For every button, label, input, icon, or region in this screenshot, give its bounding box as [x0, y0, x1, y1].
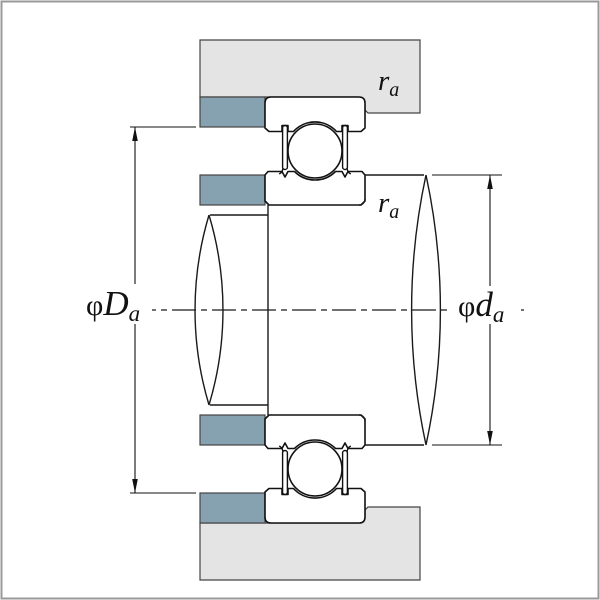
bearing-shield-right-lip	[346, 167, 352, 175]
housing-shoulder-dia-label: φDa	[86, 284, 140, 326]
bearing-shield-left-lip	[278, 167, 284, 175]
phi-symbol: φ	[86, 289, 103, 322]
bearing-inner-ring	[264, 170, 366, 206]
shaft-shoulder-dia-label: φda	[458, 285, 504, 327]
arrowhead-up	[487, 175, 493, 189]
fillet-letter: r	[378, 65, 390, 97]
shaft-fillet-bottom	[358, 414, 366, 422]
housing-fillet-radius-label: ra	[378, 65, 399, 101]
bearing-outer-ring	[264, 96, 366, 133]
housing-shoulder-ring	[199, 96, 266, 128]
fillet-letter: r	[378, 187, 390, 219]
bearing-cross-section	[264, 96, 366, 206]
upper-half-assembly	[199, 39, 421, 206]
arrowhead-down	[487, 431, 493, 445]
bearing-shield-right	[341, 124, 349, 171]
arrowhead-down	[132, 479, 138, 493]
shaft-fillet-top	[358, 198, 366, 206]
bearing-shield-left	[281, 124, 289, 171]
shaft-fillet-radius-label: ra	[378, 187, 399, 223]
dim-subscript: a	[129, 301, 141, 326]
label-mask-Da	[80, 284, 152, 324]
dim-letter: d	[475, 285, 493, 324]
arrowhead-up	[132, 127, 138, 141]
dim-letter: D	[102, 284, 128, 323]
bearing-ball	[287, 123, 343, 179]
label-mask-da	[452, 286, 518, 324]
shaft-break-right	[410, 174, 442, 446]
fillet-subscript: a	[389, 201, 399, 223]
dim-subscript: a	[493, 302, 505, 327]
shaft-shoulder-ring	[199, 174, 266, 206]
phi-symbol: φ	[458, 290, 475, 323]
fillet-subscript: a	[389, 79, 399, 101]
